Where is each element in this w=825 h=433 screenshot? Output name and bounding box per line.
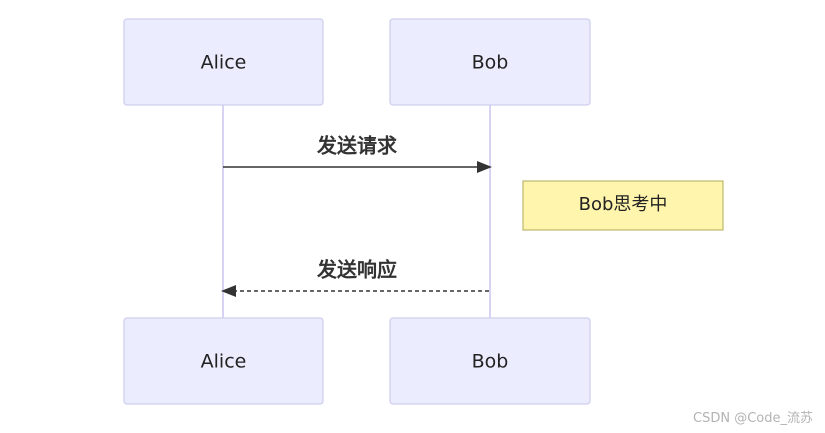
actor-label-alice: Alice xyxy=(201,351,247,373)
message-request: 发送请求 xyxy=(223,134,492,173)
note-box xyxy=(522,180,724,231)
actor-bottom-alice: Alice xyxy=(123,317,324,405)
note-bob-thinking: Bob思考中 xyxy=(522,180,724,231)
actor-top-bob: Bob xyxy=(389,18,591,106)
arrowhead-right-icon xyxy=(477,161,492,173)
arrowhead-left-icon xyxy=(221,285,236,297)
actor-label-bob: Bob xyxy=(472,52,509,74)
message-label-response: 发送响应 xyxy=(316,258,397,282)
actor-box xyxy=(389,317,591,405)
actor-box xyxy=(389,18,591,106)
actor-label-alice: Alice xyxy=(201,52,247,74)
message-label-request: 发送请求 xyxy=(316,134,398,158)
actor-top-alice: Alice xyxy=(123,18,324,106)
actor-box xyxy=(123,317,324,405)
actor-label-bob: Bob xyxy=(472,351,509,373)
note-label: Bob思考中 xyxy=(579,194,668,215)
message-response: 发送响应 xyxy=(221,258,489,297)
actor-box xyxy=(123,18,324,106)
actor-bottom-bob: Bob xyxy=(389,317,591,405)
watermark: CSDN @Code_流苏 xyxy=(693,411,813,426)
